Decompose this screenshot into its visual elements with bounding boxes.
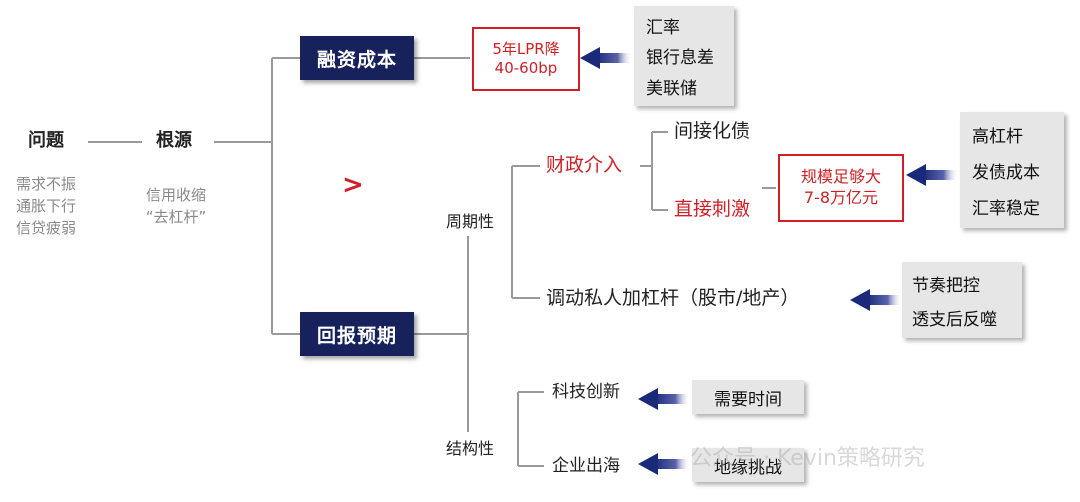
arrow-financing-icon (580, 47, 632, 69)
financing-factors-box: 汇率 银行息差 美联储 (634, 6, 734, 106)
stimulus-scale-box: 规模足够大 7-8万亿元 (778, 154, 904, 222)
arrow-leverage-icon (850, 289, 902, 311)
tech-innovation-label: 科技创新 (552, 382, 620, 402)
problem-item: 信贷疲弱 (16, 219, 77, 237)
factor-item: 节奏把控 (912, 275, 980, 296)
direct-stimulus-label: 直接刺激 (674, 198, 751, 220)
watermark: 公众号 · Kevin策略研究 (690, 446, 925, 471)
arrow-overseas-icon (638, 453, 690, 475)
source-list: 信用收缩 “去杠杆” (134, 184, 218, 228)
arrow-tech-icon (638, 388, 690, 410)
factor-item: 汇率稳定 (972, 198, 1040, 219)
private-leverage-label: 调动私人加杠杆（股市/地产） (546, 287, 800, 309)
indirect-debt-label: 间接化债 (674, 120, 751, 142)
source-item: 信用收缩 (145, 186, 206, 204)
factor-item: 透支后反噬 (912, 309, 997, 330)
tech-note: 需要时间 (714, 389, 782, 410)
financing-cost-box: 融资成本 (300, 36, 414, 80)
problem-item: 需求不振 (16, 175, 77, 193)
cyclical-label: 周期性 (446, 212, 495, 231)
factor-item: 高杠杆 (972, 126, 1023, 147)
problem-item: 通胀下行 (16, 197, 77, 215)
factor-item: 银行息差 (646, 48, 714, 69)
overseas-note-box: 地缘挑战 (692, 448, 804, 482)
scale-factors-box: 高杠杆 发债成本 汇率稳定 (960, 112, 1064, 228)
structural-label: 结构性 (446, 439, 495, 458)
leverage-factors-box: 节奏把控 透支后反噬 (902, 262, 1022, 338)
return-expectation-box: 回报预期 (300, 312, 414, 356)
scale-line1: 规模足够大 (800, 167, 881, 187)
fiscal-intervention-label: 财政介入 (546, 154, 623, 176)
factor-item: 发债成本 (972, 162, 1040, 183)
going-overseas-label: 企业出海 (552, 456, 620, 476)
factor-item: 美联储 (646, 79, 697, 100)
source-item: “去杠杆” (145, 208, 207, 226)
problem-list: 需求不振 通胀下行 信贷疲弱 (16, 173, 76, 239)
lpr-target-line2: 40-60bp (494, 59, 558, 77)
scale-line2: 7-8万亿元 (803, 188, 879, 207)
tech-note-box: 需要时间 (692, 380, 804, 414)
overseas-note: 地缘挑战 (714, 457, 782, 478)
greater-than-symbol: > (342, 170, 364, 200)
source-label: 根源 (156, 130, 192, 151)
lpr-target-line1: 5年LPR降 (492, 39, 560, 58)
factor-item: 汇率 (646, 17, 680, 38)
lpr-target-box: 5年LPR降 40-60bp (472, 27, 580, 91)
arrow-scale-icon (906, 164, 958, 186)
problem-label: 问题 (28, 130, 64, 151)
